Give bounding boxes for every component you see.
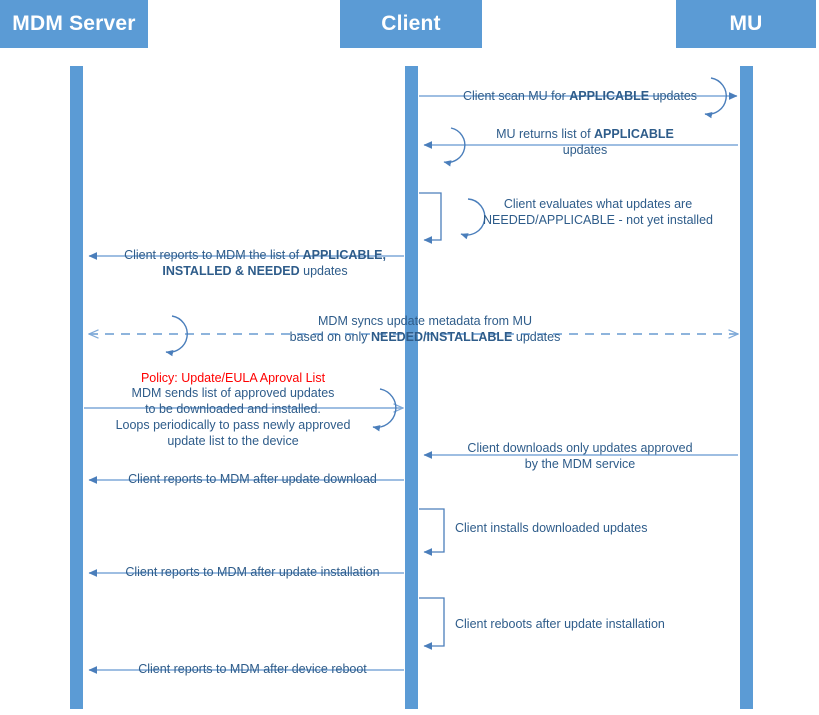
message-label-m10: Client reports to MDM after update insta… xyxy=(125,565,380,579)
lifeline-client xyxy=(405,66,418,709)
actor-label-mdm-server: MDM Server xyxy=(12,12,136,35)
loop-icon-m6 xyxy=(372,388,397,432)
message-label-m12: Client reports to MDM after device reboo… xyxy=(138,662,367,676)
message-label-m1: Client scan MU for APPLICABLE updates xyxy=(462,89,698,103)
message-label-m8: Client reports to MDM after update downl… xyxy=(128,472,377,486)
message-arrow-m3 xyxy=(419,192,486,244)
message-arrow-m9 xyxy=(419,508,445,556)
loop-icon-m5 xyxy=(165,315,188,357)
loop-icon-m3 xyxy=(460,198,486,240)
message-policy-label-m6: Policy: Update/EULA Aproval List xyxy=(140,371,326,385)
message-label-m9: Client installs downloaded updates xyxy=(455,521,648,535)
actor-header-mu: MU xyxy=(676,0,816,48)
lifeline-mdm-server xyxy=(70,66,83,709)
message-arrow-m11 xyxy=(419,597,445,650)
actor-header-mdm-server: MDM Server xyxy=(0,0,148,48)
actor-header-client: Client xyxy=(340,0,482,48)
message-label-m11: Client reboots after update installation xyxy=(455,617,665,631)
actor-label-client: Client xyxy=(381,12,441,35)
message-label-m4: Client reports to MDM the list of APPLIC… xyxy=(124,248,386,278)
lifeline-mu xyxy=(740,66,753,709)
actor-label-mu: MU xyxy=(729,12,763,35)
loop-icon-m2 xyxy=(443,127,466,167)
loop-icon-m1 xyxy=(704,77,727,119)
